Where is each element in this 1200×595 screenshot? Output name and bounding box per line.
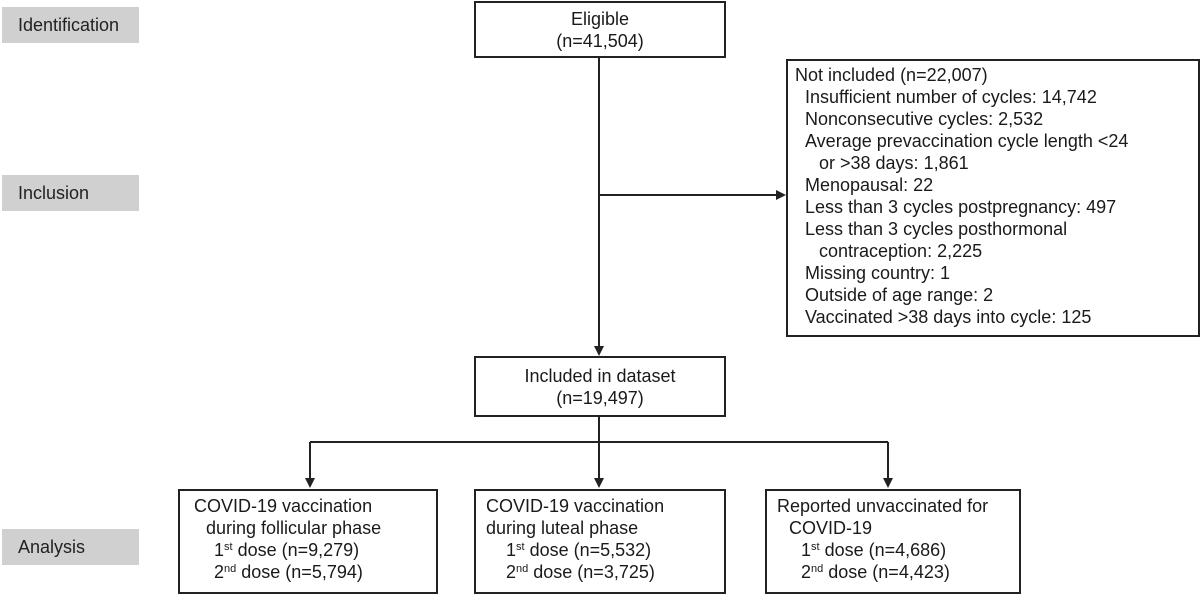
group-title: during follicular phase [206, 518, 382, 538]
included-box: Included in dataset (n=19,497) [474, 356, 726, 417]
stage-label-identification: Identification [2, 7, 139, 43]
exclusion-item: Insufficient number of cycles: 14,742 [805, 87, 1097, 107]
group-box-unvaccinated: Reported unvaccinated for COVID-19 1st d… [765, 489, 1021, 594]
stage-label-inclusion: Inclusion [2, 175, 139, 211]
dose-2-count: 2nd dose (n=5,794) [214, 562, 363, 582]
group-title: COVID-19 [789, 518, 873, 538]
dose-2-count: 2nd dose (n=3,725) [506, 562, 655, 582]
included-count: (n=19,497) [556, 388, 644, 408]
exclusion-item: Less than 3 cycles postpregnancy: 497 [805, 197, 1117, 217]
eligible-count: (n=41,504) [556, 31, 644, 51]
dose-2-count: 2nd dose (n=4,423) [801, 562, 950, 582]
exclusion-item: Nonconsecutive cycles: 2,532 [805, 109, 1044, 129]
stage-label-analysis: Analysis [2, 529, 139, 565]
exclusion-item: Vaccinated >38 days into cycle: 125 [805, 307, 1092, 327]
exclusion-item: Menopausal: 22 [805, 175, 934, 195]
group-title: COVID-19 vaccination [194, 496, 373, 516]
exclusion-item: Average prevaccination cycle length <24 [805, 131, 1129, 151]
dose-1-count: 1st dose (n=5,532) [506, 540, 652, 560]
exclusion-item: or >38 days: 1,861 [819, 153, 969, 173]
exclusion-item: contraception: 2,225 [819, 241, 983, 261]
included-title: Included in dataset [524, 366, 676, 386]
group-box-follicular: COVID-19 vaccination during follicular p… [178, 489, 438, 594]
group-title: COVID-19 vaccination [486, 496, 665, 516]
exclusion-item: Less than 3 cycles posthormonal [805, 219, 1068, 239]
exclusion-item: Missing country: 1 [805, 263, 951, 283]
group-title: during luteal phase [486, 518, 639, 538]
eligible-title: Eligible [570, 9, 630, 29]
not-included-title: Not included (n=22,007) [795, 65, 988, 85]
not-included-box: Not included (n=22,007) Insufficient num… [786, 59, 1200, 337]
eligible-box: Eligible (n=41,504) [474, 1, 726, 58]
dose-1-count: 1st dose (n=9,279) [214, 540, 360, 560]
group-title: Reported unvaccinated for [777, 496, 989, 516]
dose-1-count: 1st dose (n=4,686) [801, 540, 947, 560]
exclusion-item: Outside of age range: 2 [805, 285, 994, 305]
group-box-luteal: COVID-19 vaccination during luteal phase… [474, 489, 726, 594]
